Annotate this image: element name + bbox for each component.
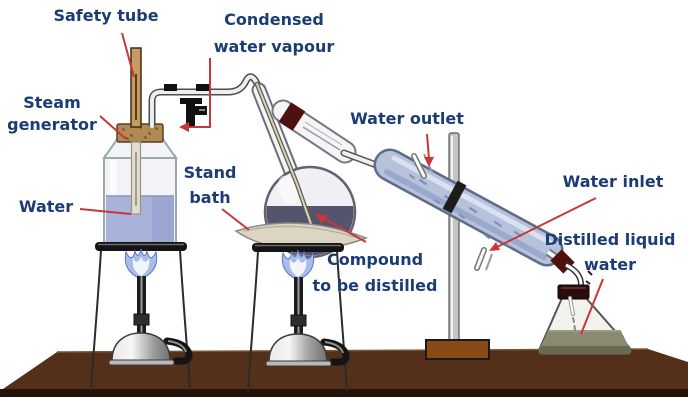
distilled-liquid-label-line1: Distilled liquid (544, 230, 676, 249)
retort-stand-pole (448, 132, 460, 344)
drip-marks (572, 317, 576, 331)
burner-collar (133, 313, 150, 326)
water-inlet-label-text: Water inlet (562, 172, 664, 191)
condensed-vapour-label-line2: water vapour (213, 37, 335, 56)
clamp (164, 84, 209, 126)
pointer-lines (79, 32, 604, 335)
retort-stand-base (425, 339, 490, 360)
compound-label: Compound to be distilled (300, 247, 450, 299)
arrowhead-compound (315, 214, 327, 224)
stand-bath-label-line2: bath (189, 188, 231, 207)
pointer-safety-tube (121, 32, 135, 78)
distilled-liquid-label-line2: water (584, 255, 636, 274)
condenser-clamp (442, 180, 467, 214)
safety-tube-label: Safety tube (42, 6, 170, 26)
pointer-condensed-vapour (187, 58, 211, 128)
pointer-compound (320, 216, 367, 243)
burner-bell (111, 332, 171, 365)
water-inlet-label: Water inlet (553, 172, 673, 192)
condensed-vapour-label-line1: Condensed (224, 10, 324, 29)
pointer-stand-bath (221, 208, 250, 231)
stand-bath-label-line1: Stand (183, 163, 237, 182)
retort-stand (425, 132, 490, 360)
still-head-stopper (278, 102, 306, 131)
pointer-water-inlet (496, 197, 597, 248)
pointer-distilled (580, 278, 604, 335)
compound-label-line2: to be distilled (312, 276, 438, 295)
pointer-water-outlet (426, 133, 430, 160)
pointer-water (79, 208, 132, 215)
pointer-steam-generator (99, 115, 127, 140)
condensed-vapour-label: Condensed water vapour (198, 6, 350, 60)
compound-label-line1: Compound (326, 250, 424, 269)
water-label: Water (12, 197, 80, 217)
pointer-arrowheads (179, 122, 500, 251)
steam-generator-label-line1: Steam (23, 93, 81, 112)
steam-generator-bottle (102, 47, 178, 249)
arrowhead-condensed (179, 122, 189, 132)
water-label-text: Water (18, 197, 74, 216)
tripod-leg (179, 249, 191, 391)
still-head (271, 99, 399, 176)
arrowhead-water-inlet (489, 242, 500, 251)
safety-tube-label-text: Safety tube (53, 6, 159, 25)
water-outlet-label-text: Water outlet (350, 109, 464, 128)
distilled-liquid-label: Distilled liquid water (535, 227, 685, 277)
arrowhead-water-outlet (424, 157, 434, 167)
delivery-tube (148, 73, 263, 128)
steam-generator-label-line2: generator (7, 115, 97, 134)
steam-generator-label: Steam generator (0, 92, 104, 136)
stand-bath-label: Stand bath (173, 160, 247, 210)
water-outlet-label: Water outlet (343, 109, 471, 129)
tripod-leg (90, 249, 102, 391)
burner-base (108, 359, 175, 366)
tripod-burner-left (90, 242, 193, 391)
collection-flask (538, 284, 632, 355)
